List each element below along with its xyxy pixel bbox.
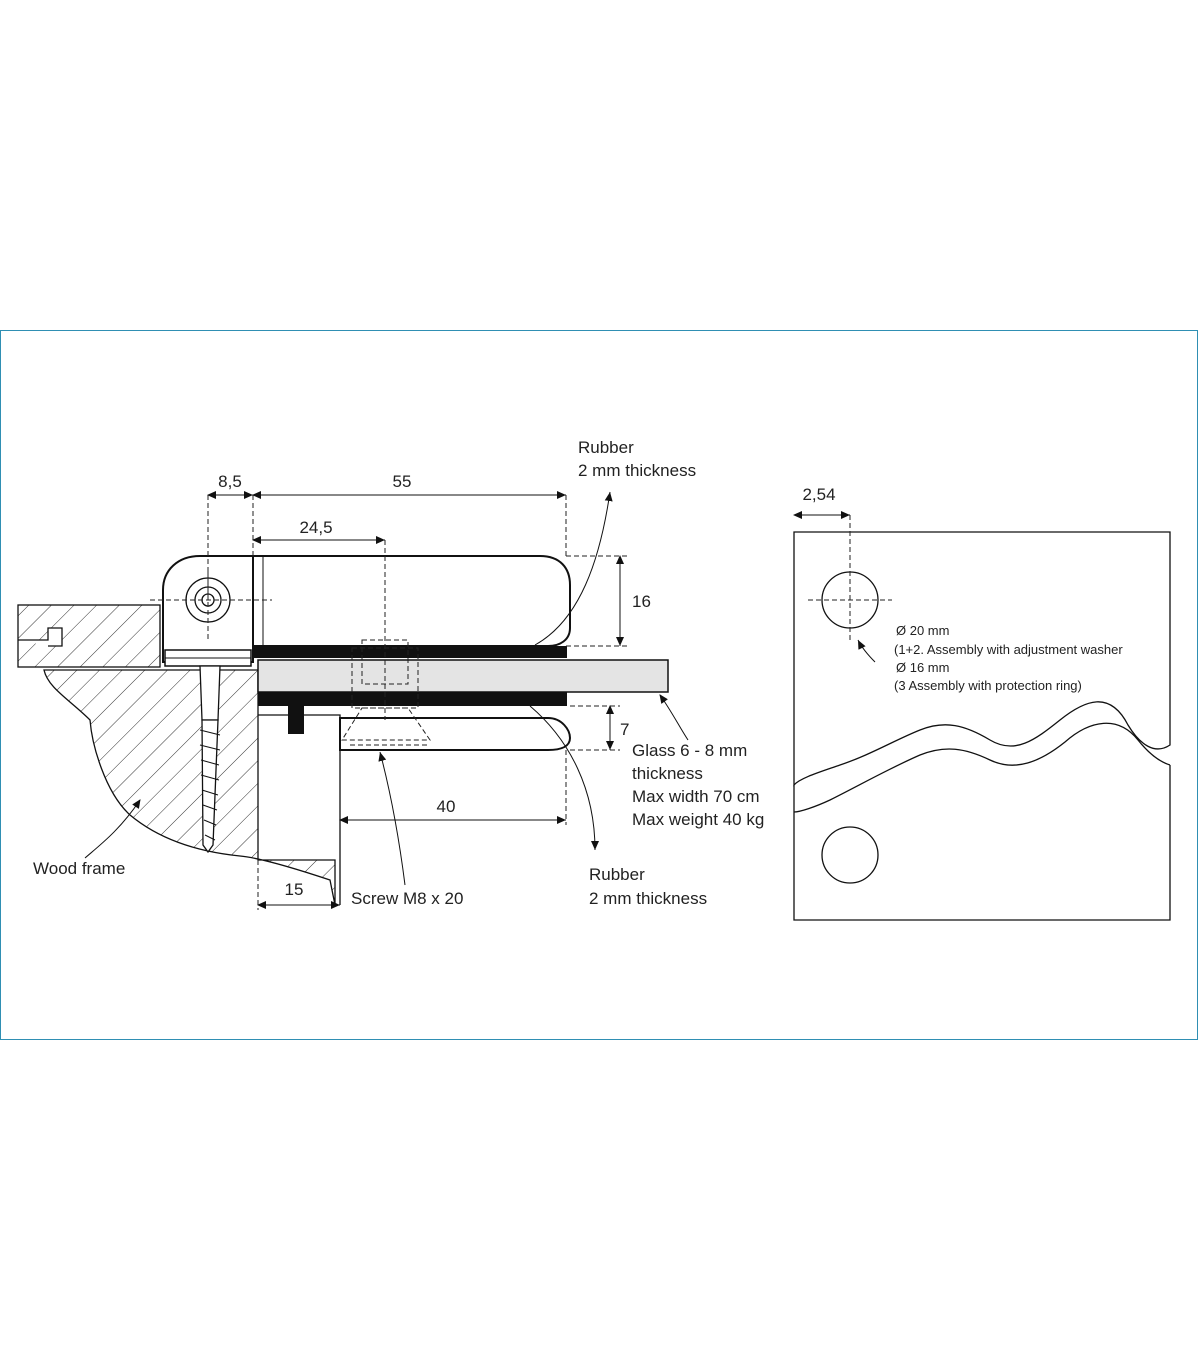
dim-24-5: 24,5	[299, 518, 332, 537]
label-max-width: Max width 70 cm	[632, 787, 760, 806]
label-wood-frame: Wood frame	[33, 859, 125, 878]
label-rubber-top-thickness: 2 mm thickness	[578, 461, 696, 480]
wood-frame-section	[17, 604, 341, 906]
dimension-lines	[207, 491, 630, 910]
label-glass-thickness: thickness	[632, 764, 703, 783]
dim-55: 55	[393, 472, 412, 491]
label-glass: Glass 6 - 8 mm	[632, 741, 747, 760]
leader-lines	[84, 491, 689, 886]
label-rubber-top: Rubber	[578, 438, 634, 457]
label-max-weight: Max weight 40 kg	[632, 810, 764, 829]
dim-15: 15	[285, 880, 304, 899]
label-rubber-bottom-thickness: 2 mm thickness	[589, 889, 707, 908]
drawing-frame	[0, 330, 1198, 1040]
label-hole-protection-ring: (3 Assembly with protection ring)	[894, 678, 1082, 693]
dim-40: 40	[437, 797, 456, 816]
dim-16: 16	[632, 592, 651, 611]
dim-8-5: 8,5	[218, 472, 242, 491]
label-rubber-bottom: Rubber	[589, 865, 645, 884]
dim-7: 7	[620, 720, 629, 739]
label-hole-20mm: Ø 20 mm	[896, 623, 949, 638]
glass-panel-view	[793, 511, 1171, 921]
hinge-body	[162, 555, 669, 854]
label-hole-16mm: Ø 16 mm	[896, 660, 949, 675]
dim-2-54: 2,54	[802, 485, 835, 504]
centerlines	[150, 540, 386, 720]
label-hole-adjustment-washer: (1+2. Assembly with adjustment washer	[894, 642, 1123, 657]
label-screw: Screw M8 x 20	[351, 889, 463, 908]
